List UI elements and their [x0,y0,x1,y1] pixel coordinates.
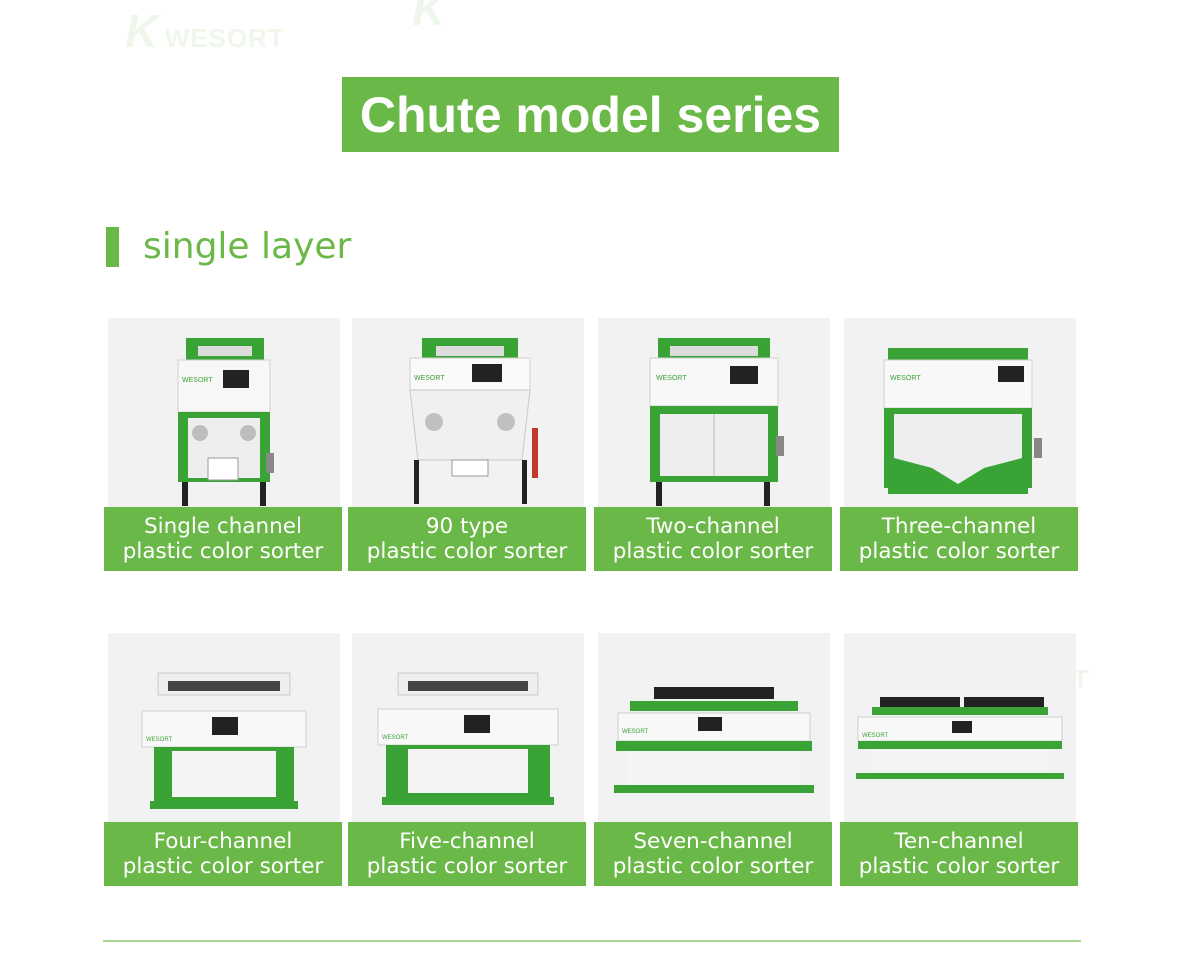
caption-line-1: Three-channel [881,514,1037,539]
caption-line-2: plastic color sorter [122,539,324,564]
product-image: WESORT [844,633,1076,823]
caption-line-1: Single channel [143,514,302,539]
product-caption: Two-channel plastic color sorter [594,507,832,571]
svg-text:WESORT: WESORT [890,375,921,382]
caption-line-1: Two-channel [646,514,780,539]
section-header: single layer [106,226,351,268]
product-caption: Five-channel plastic color sorter [348,822,586,886]
bottom-divider [103,940,1081,942]
section-title: single layer [143,226,352,267]
product-image: WESORT [352,633,584,823]
watermark-logo: K WESORT [125,5,285,57]
caption-line-1: Ten-channel [894,829,1024,854]
svg-text:WESORT: WESORT [862,733,889,739]
product-image: WESORT [352,318,584,508]
caption-line-2: plastic color sorter [858,854,1060,879]
product-image: WESORT [108,318,340,508]
svg-text:WESORT: WESORT [414,375,445,382]
product-caption: Ten-channel plastic color sorter [840,822,1078,886]
product-image: WESORT [598,633,830,823]
caption-line-2: plastic color sorter [366,854,568,879]
product-caption: Three-channel plastic color sorter [840,507,1078,571]
product-image: WESORT [598,318,830,508]
svg-text:WESORT: WESORT [382,735,409,741]
caption-line-1: 90 type [425,514,509,539]
product-image: WESORT [108,633,340,823]
caption-line-1: Five-channel [399,829,535,854]
caption-line-1: Seven-channel [633,829,793,854]
caption-line-2: plastic color sorter [366,539,568,564]
svg-text:WESORT: WESORT [622,729,649,735]
product-caption: Seven-channel plastic color sorter [594,822,832,886]
product-caption: Single channel plastic color sorter [104,507,342,571]
caption-line-2: plastic color sorter [858,539,1060,564]
caption-line-2: plastic color sorter [612,539,814,564]
product-caption: Four-channel plastic color sorter [104,822,342,886]
svg-text:WESORT: WESORT [146,737,173,743]
watermark-logo: K [412,0,447,35]
svg-text:WESORT: WESORT [656,375,687,382]
page-title: Chute model series [342,77,839,152]
product-image: WESORT [844,318,1076,508]
section-accent-bar [106,227,119,267]
caption-line-2: plastic color sorter [122,854,324,879]
product-caption: 90 type plastic color sorter [348,507,586,571]
svg-text:WESORT: WESORT [182,377,213,384]
caption-line-1: Four-channel [153,829,293,854]
caption-line-2: plastic color sorter [612,854,814,879]
